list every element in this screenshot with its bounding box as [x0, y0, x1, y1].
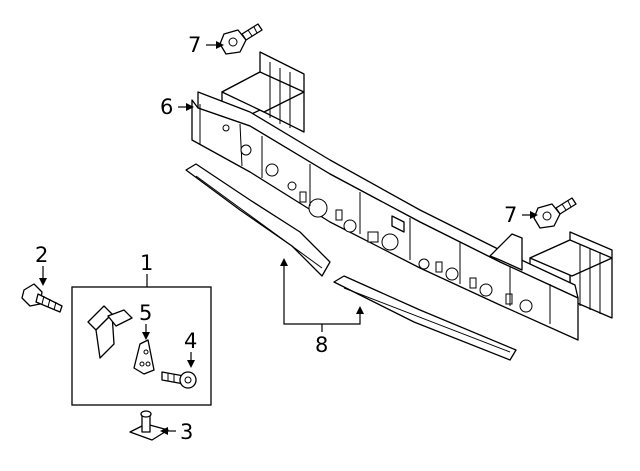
callout-6: 6 [160, 95, 173, 119]
energy-absorber-strip-upper [185, 163, 331, 277]
callout-3: 3 [180, 420, 193, 444]
bolt-upper-left [219, 23, 263, 55]
callout-1: 1 [140, 251, 153, 275]
bumper-reinforcement-beam [191, 51, 613, 341]
energy-absorber-strip-lower [333, 275, 517, 361]
callout-2: 2 [35, 243, 48, 267]
callout-5: 5 [139, 301, 152, 325]
retainer-plate [133, 339, 155, 375]
bolt-right [533, 197, 577, 229]
push-nut-part-3 [129, 410, 169, 441]
callout-8: 8 [315, 333, 328, 357]
bolt-part-2 [21, 283, 63, 313]
screw-part-4 [161, 371, 197, 389]
callout-4: 4 [184, 329, 197, 353]
callout-7-upper: 7 [188, 33, 201, 57]
callout-7-right: 7 [504, 203, 517, 227]
bracket-clip [87, 305, 133, 359]
hardware-kit-box [71, 286, 212, 406]
